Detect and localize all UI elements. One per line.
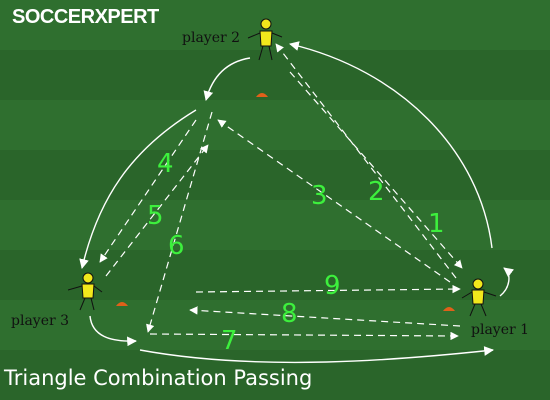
pass-number-4: 4 [157, 149, 174, 179]
pass-line-4 [99, 119, 197, 263]
pass-line-6 [146, 111, 213, 333]
diagram-title: Triangle Combination Passing [4, 366, 313, 390]
player-runs [79, 41, 514, 364]
pass-line-5 [105, 144, 209, 277]
run-right-cone-to-p2 [289, 41, 493, 249]
pass-number-8: 8 [281, 299, 298, 329]
run-bottom-cone-to-p1 [139, 346, 494, 364]
pass-number-2: 2 [368, 177, 385, 207]
passes [99, 43, 463, 341]
player-3-label: player 3 [11, 313, 70, 329]
cone-right [443, 307, 455, 311]
player-2-figure [247, 18, 283, 61]
pass-line-2 [289, 71, 463, 269]
pass-line-9 [195, 284, 461, 294]
cone-left [116, 302, 128, 306]
player-1-label: player 1 [471, 322, 530, 338]
pass-number-5: 5 [147, 201, 164, 231]
run-p3-to-bottom-cone [89, 315, 137, 347]
pass-number-3: 3 [311, 181, 328, 211]
pass-number-9: 9 [324, 271, 341, 301]
run-p2-to-top-cone [203, 57, 251, 101]
pass-line-7 [149, 331, 459, 341]
pass-number-7: 7 [221, 326, 238, 356]
player-3-figure [67, 272, 103, 311]
run-top-cone-to-p3 [79, 109, 197, 269]
cone-top [256, 93, 268, 97]
cones [116, 93, 455, 311]
player-2-label: player 2 [182, 30, 241, 46]
pass-numbers: 1 2 3 4 5 6 7 8 9 [147, 149, 445, 356]
pass-line-8 [189, 306, 461, 327]
pass-line-3 [217, 119, 451, 283]
pass-line-1 [275, 43, 457, 279]
soccerxpert-logo: SOCCERXPERT [12, 6, 159, 28]
run-p1-to-right-cone [499, 267, 514, 297]
player-1-figure [461, 278, 497, 317]
pass-number-6: 6 [168, 231, 185, 261]
pass-number-1: 1 [428, 209, 445, 239]
